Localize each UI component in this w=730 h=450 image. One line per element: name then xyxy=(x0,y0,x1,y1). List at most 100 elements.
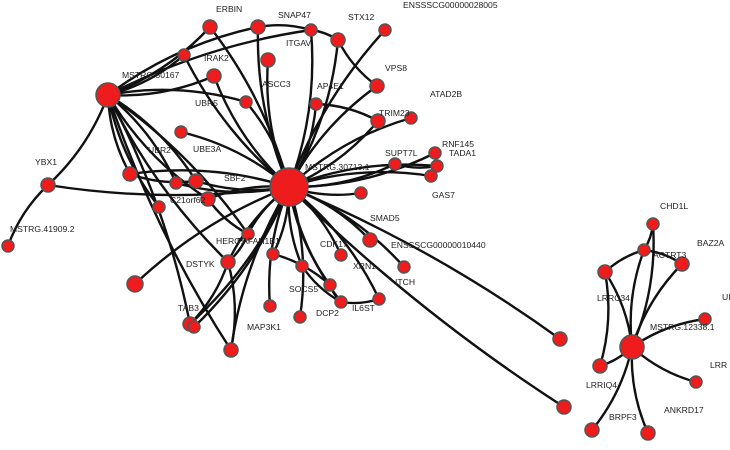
edge-mstrg-30713-1-u2 xyxy=(133,185,291,286)
node-label-trim23: TRIM23 xyxy=(379,108,410,118)
node-unlabeled-54[interactable] xyxy=(556,399,572,415)
node-ascc3[interactable] xyxy=(239,95,253,109)
node-unlabeled-52[interactable] xyxy=(174,125,188,139)
node-label-ubr5: UBR5 xyxy=(195,98,218,108)
node-label-mstrg-41909-2: MSTRG.41909.2 xyxy=(10,224,75,234)
node-pafah1b1[interactable] xyxy=(266,247,280,261)
node-stx12[interactable] xyxy=(330,32,346,48)
node-label-chd1l: CHD1L xyxy=(660,201,688,211)
edge-ybx1-mstrg-41909-2 xyxy=(6,183,50,248)
node-mstrg-30713-1[interactable] xyxy=(269,167,309,207)
node-label-enssscg00000028005: ENSSSCG00000028005 xyxy=(403,0,498,10)
node-il6st[interactable] xyxy=(372,292,386,306)
node-herc1[interactable] xyxy=(241,227,255,241)
node-lrriq4[interactable] xyxy=(592,358,608,374)
node-label-mstrg-30713-1: MSTRG.30713.1 xyxy=(305,162,370,172)
node-itch[interactable] xyxy=(397,260,411,274)
node-baz2a[interactable] xyxy=(674,256,690,272)
node-enssscg00000028005[interactable] xyxy=(378,23,392,37)
edge-mstrg-12338-1-baz2a xyxy=(630,262,684,349)
node-unlabeled-48[interactable] xyxy=(126,275,144,293)
node-enssscg00000010440[interactable] xyxy=(362,232,378,248)
edge-snap47-itgav xyxy=(256,23,313,32)
edge-mstrg-50167-itgav xyxy=(106,28,313,97)
node-ybx1[interactable] xyxy=(40,177,56,193)
node-ap4e1[interactable] xyxy=(309,97,323,111)
node-label-stx12: STX12 xyxy=(348,12,374,22)
node-mstrg-41909-2[interactable] xyxy=(1,239,15,253)
node-socs5[interactable] xyxy=(323,278,337,292)
node-rnf145[interactable] xyxy=(428,146,442,160)
node-label-supt7l: SUPT7L xyxy=(385,148,418,158)
node-actrt3[interactable] xyxy=(637,243,651,257)
node-label-ascc3: ASCC3 xyxy=(262,79,291,89)
node-label-irak2: IRAK2 xyxy=(204,53,229,63)
node-label-smad5: SMAD5 xyxy=(370,213,400,223)
node-irak2[interactable] xyxy=(177,48,191,62)
node-label-itch: ITCH xyxy=(395,277,415,287)
node-unlabeled-49[interactable] xyxy=(293,310,307,324)
label-layer: MSTRG.30713.1MSTRG.50167MSTRG.12338.1ERB… xyxy=(10,0,730,422)
node-label-map3k1: MAP3K1 xyxy=(247,322,281,332)
node-map3k1[interactable] xyxy=(223,342,239,358)
node-ui[interactable] xyxy=(698,312,712,326)
node-label-il6st: IL6ST xyxy=(352,303,376,313)
node-unlabeled-51[interactable] xyxy=(187,320,201,334)
node-label-dcp2: DCP2 xyxy=(316,308,339,318)
node-erbin[interactable] xyxy=(202,19,218,35)
node-label-ube3a: UBE3A xyxy=(193,144,221,154)
edge-mstrg-30713-1-u8 xyxy=(287,185,566,409)
edge-dstyk-map3k1 xyxy=(226,260,237,352)
node-gas7[interactable] xyxy=(424,169,438,183)
node-ubr5[interactable] xyxy=(206,68,222,84)
node-mstrg-50167[interactable] xyxy=(95,82,121,108)
node-tada1[interactable] xyxy=(430,159,444,173)
node-label-lrriq4: LRRIQ4 xyxy=(586,380,617,390)
node-brpf3[interactable] xyxy=(584,422,600,438)
edge-mstrg-50167-map3k1 xyxy=(106,93,233,352)
node-vps8[interactable] xyxy=(369,78,385,94)
node-snap47[interactable] xyxy=(250,19,266,35)
node-sbf2[interactable] xyxy=(188,173,204,189)
node-atad2b[interactable] xyxy=(404,111,418,125)
node-label-tab3: TAB3 xyxy=(178,303,199,313)
node-xrn1[interactable] xyxy=(334,248,348,262)
node-label-dstyk: DSTYK xyxy=(186,259,215,269)
node-ube3a[interactable] xyxy=(169,176,183,190)
node-unlabeled-50[interactable] xyxy=(263,299,277,313)
node-unlabeled-55[interactable] xyxy=(552,331,568,347)
node-ankrd17[interactable] xyxy=(640,425,656,441)
node-label-vps8: VPS8 xyxy=(385,63,407,73)
node-label-rnf145: RNF145 xyxy=(442,139,474,149)
node-smad5[interactable] xyxy=(354,186,368,200)
node-label-c21orf62: C21orf62 xyxy=(170,195,206,205)
node-label-ui: UI xyxy=(722,292,730,302)
node-layer xyxy=(1,19,712,441)
node-label-snap47: SNAP47 xyxy=(278,10,311,20)
node-label-baz2a: BAZ2A xyxy=(697,238,724,248)
node-c21orf62[interactable] xyxy=(200,191,216,207)
node-label-atad2b: ATAD2B xyxy=(430,89,462,99)
node-ubr2[interactable] xyxy=(122,166,138,182)
edge-lrrc34-lrriq4 xyxy=(598,270,610,368)
node-label-lrrc34: LRRC34 xyxy=(597,293,630,303)
node-dstyk[interactable] xyxy=(220,254,236,270)
node-label-ybx1: YBX1 xyxy=(35,157,57,167)
node-label-herc1: HERC1 xyxy=(216,236,245,246)
node-cdk17[interactable] xyxy=(295,259,309,273)
node-lrrc34[interactable] xyxy=(597,264,613,280)
node-label-sbf2: SBF2 xyxy=(224,173,246,183)
node-label-brpf3: BRPF3 xyxy=(609,412,637,422)
node-dcp2[interactable] xyxy=(334,295,348,309)
node-supt7l[interactable] xyxy=(388,157,402,171)
node-trim23[interactable] xyxy=(370,113,386,129)
node-unlabeled-47[interactable] xyxy=(152,200,166,214)
node-unlabeled-53[interactable] xyxy=(260,52,276,68)
node-label-socs5: SOCS5 xyxy=(289,284,318,294)
node-chd1l[interactable] xyxy=(646,217,660,231)
node-itgav[interactable] xyxy=(304,23,318,37)
node-label-actrt3: ACTRT3 xyxy=(653,250,686,260)
node-mstrg-12338-1[interactable] xyxy=(619,334,645,360)
node-lrr[interactable] xyxy=(689,375,703,389)
